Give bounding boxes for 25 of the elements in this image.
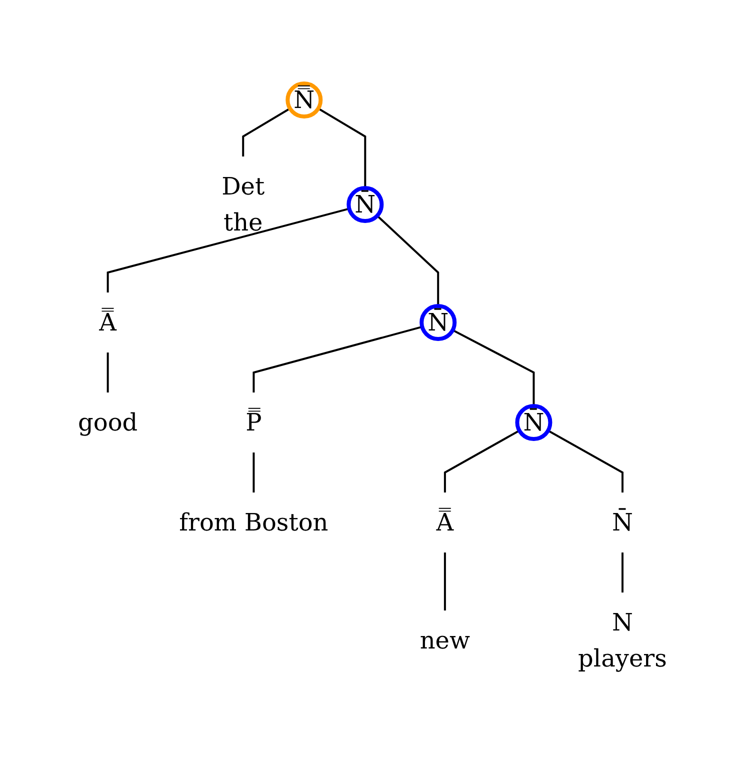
connector <box>443 552 446 610</box>
node-text: N̄ <box>612 508 633 536</box>
connector <box>242 107 290 156</box>
node-text: good <box>78 408 138 436</box>
node-text: P̿ <box>245 408 262 436</box>
connector <box>443 429 520 492</box>
node-text: new <box>419 626 470 654</box>
connector <box>547 429 624 492</box>
connector <box>252 452 254 492</box>
node-text: from Boston <box>178 508 328 536</box>
connector <box>252 326 422 392</box>
node-circle: N̄ <box>514 404 552 441</box>
node-text: Det the <box>221 172 264 236</box>
node-text: A̿ <box>436 508 454 536</box>
connector <box>452 329 534 406</box>
connector <box>317 107 366 188</box>
node-text: N players <box>578 608 666 672</box>
node-circle: N̄ <box>419 304 456 341</box>
node-circle: N̿ <box>285 81 322 118</box>
connector <box>376 214 439 306</box>
connector <box>106 208 349 292</box>
node-circle: N̄ <box>346 186 384 223</box>
connector <box>106 352 108 392</box>
connector <box>621 552 624 592</box>
node-text: A̿ <box>98 308 116 336</box>
